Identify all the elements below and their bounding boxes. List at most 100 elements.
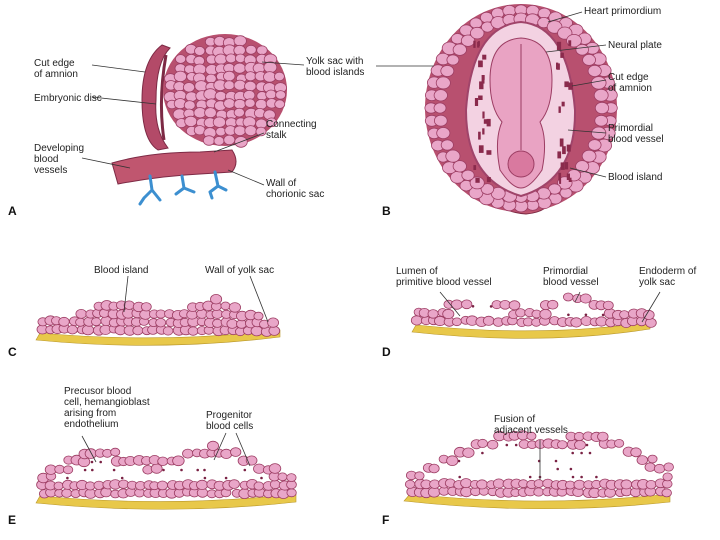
vessel-segment xyxy=(475,177,480,183)
vessel-segment xyxy=(478,60,483,68)
cell xyxy=(210,294,223,305)
cell xyxy=(244,125,258,137)
nucleus xyxy=(528,475,532,479)
label-b-blood-island: Blood island xyxy=(608,172,662,183)
cell xyxy=(644,462,656,472)
vessel-segment xyxy=(556,62,559,70)
vessel-segment xyxy=(473,165,477,170)
cell xyxy=(445,149,461,163)
label-a-yolk-sac: Yolk sac with blood islands xyxy=(306,56,366,78)
panel-letter-d: D xyxy=(382,345,391,359)
cell xyxy=(597,431,609,442)
label-a-connecting-stalk: Connecting stalk xyxy=(266,119,319,141)
cell xyxy=(93,480,105,490)
cell xyxy=(286,488,297,498)
nucleus xyxy=(91,468,94,472)
nucleus xyxy=(260,476,263,480)
vessel-segment xyxy=(479,81,484,90)
nucleus xyxy=(203,476,207,480)
panel-d: Lumen of primitive blood vessel Primordi… xyxy=(382,266,696,359)
cell xyxy=(156,480,168,491)
cell xyxy=(487,439,499,450)
nucleus xyxy=(458,475,462,479)
cell xyxy=(573,479,586,490)
cell xyxy=(202,135,216,146)
cell xyxy=(255,99,268,110)
label-b-neural-plate: Neural plate xyxy=(608,40,662,51)
cell xyxy=(547,299,559,310)
nucleus xyxy=(196,468,199,472)
vessel-segment xyxy=(560,162,565,170)
cell xyxy=(515,308,526,318)
cell xyxy=(61,488,73,498)
cell xyxy=(574,439,586,450)
vessel-segment xyxy=(568,177,572,182)
vessel-segment xyxy=(564,81,569,88)
cell xyxy=(233,107,245,118)
cell xyxy=(267,317,280,328)
cell xyxy=(194,46,206,56)
cell xyxy=(214,90,227,102)
panel-e: Precusor blood cell, hemangioblast arisi… xyxy=(8,386,297,527)
vessel-segment xyxy=(482,75,485,80)
cell xyxy=(75,308,87,319)
label-f-fusion: Fusion of adjacent vessels xyxy=(494,414,568,436)
nucleus xyxy=(90,460,94,464)
chorionic-wall xyxy=(111,149,237,185)
cell xyxy=(244,71,257,82)
vessel-segment xyxy=(560,52,564,58)
nucleus xyxy=(554,459,558,463)
cell xyxy=(58,316,70,327)
nucleus xyxy=(83,468,87,472)
cell xyxy=(172,455,185,467)
cell xyxy=(442,308,455,320)
nucleus xyxy=(571,451,574,455)
cell xyxy=(461,299,473,310)
cell xyxy=(233,35,247,47)
cell xyxy=(440,139,454,151)
cell xyxy=(476,479,488,490)
cell xyxy=(118,479,129,489)
cell xyxy=(526,431,537,441)
cell xyxy=(410,315,423,326)
vessel-segment xyxy=(477,42,480,48)
cell xyxy=(215,126,227,137)
nucleus xyxy=(224,476,228,480)
vessel-segment xyxy=(561,101,565,107)
label-d-lumen: Lumen of primitive blood vessel xyxy=(396,266,492,288)
label-b-primordial-vessel: Primordial blood vessel xyxy=(608,123,664,145)
nucleus xyxy=(584,313,588,317)
cell xyxy=(253,311,264,321)
cell xyxy=(203,88,218,101)
cell xyxy=(256,45,268,56)
amnion-cut-edge xyxy=(141,44,171,151)
cell xyxy=(582,54,596,66)
nucleus xyxy=(595,475,598,479)
cell xyxy=(275,90,287,100)
cell xyxy=(175,54,187,64)
vessel-segment xyxy=(562,146,566,155)
vessel-segment xyxy=(482,128,485,135)
panel-f: Fusion of adjacent vessels F xyxy=(382,414,674,527)
cell xyxy=(645,480,657,490)
endoderm-e xyxy=(35,493,297,510)
developing-blood-vessels xyxy=(138,170,228,206)
vessel-segment xyxy=(559,138,564,147)
nucleus xyxy=(505,443,509,447)
cell xyxy=(508,300,521,311)
cell xyxy=(110,447,121,457)
vessel-segment xyxy=(482,54,487,60)
nucleus xyxy=(120,476,124,480)
cell xyxy=(265,89,277,100)
cell xyxy=(53,481,64,491)
label-a-cut-edge: Cut edge of amnion xyxy=(34,58,78,80)
nucleus xyxy=(99,460,102,464)
cell xyxy=(539,308,552,320)
endoderm-c xyxy=(35,329,281,346)
yolk-sac-cells xyxy=(163,34,287,148)
cell xyxy=(244,98,256,108)
label-b-cut-edge: Cut edge of amnion xyxy=(608,72,652,94)
cell xyxy=(266,117,278,128)
cell xyxy=(244,80,257,92)
cell xyxy=(446,455,459,467)
